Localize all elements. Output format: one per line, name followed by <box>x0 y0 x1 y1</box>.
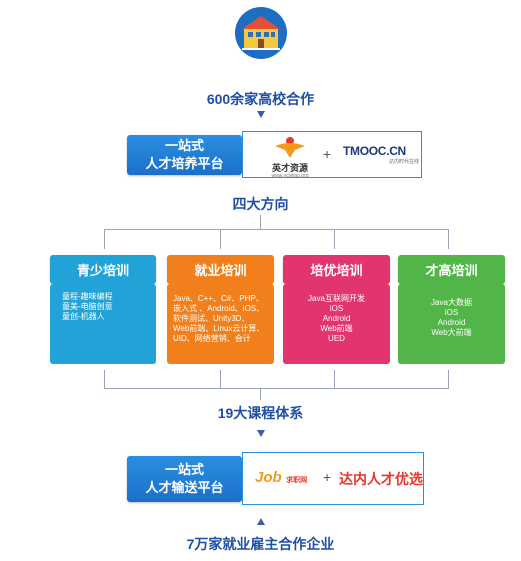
youth-training-body: 童程-趣味编程 童美-电脑创意 童创-机器人 <box>50 284 156 364</box>
list-item: iOS <box>444 308 459 317</box>
connector-line <box>260 388 261 400</box>
school-building-icon <box>234 6 288 60</box>
curriculum-caption: 19大课程体系 <box>217 405 304 421</box>
youth-training-header: 青少培训 <box>50 255 156 284</box>
list-item: UED <box>328 334 345 343</box>
employment-training-header: 就业培训 <box>167 255 274 284</box>
yingcai-brand-name: 英才资源 <box>271 163 308 173</box>
plus-sign: + <box>323 146 332 162</box>
employment-training-body: Java、C++、C#、PHP、 嵌入式 、Android、iOS、 软件测试、… <box>167 284 274 364</box>
tarena-talent-brand: 达内人才优选 <box>339 471 423 487</box>
list-item: Java、C++、C#、PHP、 <box>173 294 264 303</box>
talent-training-platform-label: 一站式 人才培养平台 <box>127 135 242 175</box>
list-item: 童程-趣味编程 <box>62 292 113 301</box>
connector-line <box>104 229 448 230</box>
talent-training-body: Java大数据 iOS Android Web大前端 <box>398 284 505 364</box>
list-item: Android <box>322 314 351 323</box>
job-brand-cn: 求职网 <box>286 477 308 484</box>
connector-line <box>220 370 221 388</box>
connector-line <box>448 229 449 249</box>
yingcai-figure-icon <box>275 137 305 158</box>
employer-partners-caption: 7万家就业雇主合作企业 <box>186 536 335 552</box>
four-directions-caption: 四大方向 <box>232 196 289 212</box>
connector-line <box>220 229 221 249</box>
list-item: iOS <box>329 304 344 313</box>
connector-line <box>104 370 105 388</box>
partner-universities-caption: 600余家高校合作 <box>206 91 315 107</box>
yingcai-logo: 英才资源 www.yclvjiao.org <box>265 136 315 179</box>
connector-line <box>334 370 335 388</box>
list-item: 嵌入式 、Android、iOS、 <box>173 304 265 313</box>
tmooc-brand-sub: 达内时代在线 <box>388 159 419 165</box>
tmooc-brand-name: TMOOC.CN <box>343 144 406 158</box>
connector-line <box>448 370 449 388</box>
list-item: 童美-电脑创意 <box>62 302 113 311</box>
connector-line <box>334 229 335 249</box>
yingcai-brand-url: www.yclvjiao.org <box>271 173 309 179</box>
connector-line <box>104 388 449 389</box>
list-item: Web前端 <box>320 324 353 333</box>
connector-line <box>104 229 105 249</box>
tmooc-logo: TMOOC.CN 达内时代在线 <box>343 144 419 165</box>
list-item: Java互联网开发 <box>308 294 365 303</box>
platform2-brands-box: Job 求职网 + 达内人才优选 <box>242 452 424 505</box>
list-item: Web前端、Linux云计算、 <box>173 324 265 333</box>
list-item: Web大前端 <box>431 328 472 337</box>
arrow-up-icon <box>257 518 265 525</box>
platform1-line2: 人才培养平台 <box>145 156 224 171</box>
arrow-down-icon <box>257 111 265 118</box>
list-item: Android <box>437 318 466 327</box>
advanced-training-body: Java互联网开发 iOS Android Web前端 UED <box>283 284 390 364</box>
platform2-line1: 一站式 <box>164 462 204 477</box>
plus-sign: + <box>323 469 332 485</box>
talent-training-header: 才高培训 <box>398 255 505 284</box>
job-brand-text: Job <box>255 469 282 486</box>
list-item: 童创-机器人 <box>62 312 105 321</box>
platform1-line1: 一站式 <box>164 138 204 153</box>
advanced-training-header: 培优培训 <box>283 255 390 284</box>
talent-delivery-platform-label: 一站式 人才输送平台 <box>127 456 242 502</box>
connector-line <box>260 215 261 229</box>
list-item: 软件测试、Unity3D、 <box>173 314 250 323</box>
platform1-brands-box: 英才资源 www.yclvjiao.org + TMOOC.CN 达内时代在线 <box>242 131 422 179</box>
arrow-down-icon <box>257 430 265 437</box>
list-item: Java大数据 <box>431 298 472 307</box>
platform2-line2: 人才输送平台 <box>145 480 224 495</box>
job-logo: Job 求职网 <box>255 469 307 487</box>
list-item: UID、网络营销、会计 <box>173 334 251 343</box>
